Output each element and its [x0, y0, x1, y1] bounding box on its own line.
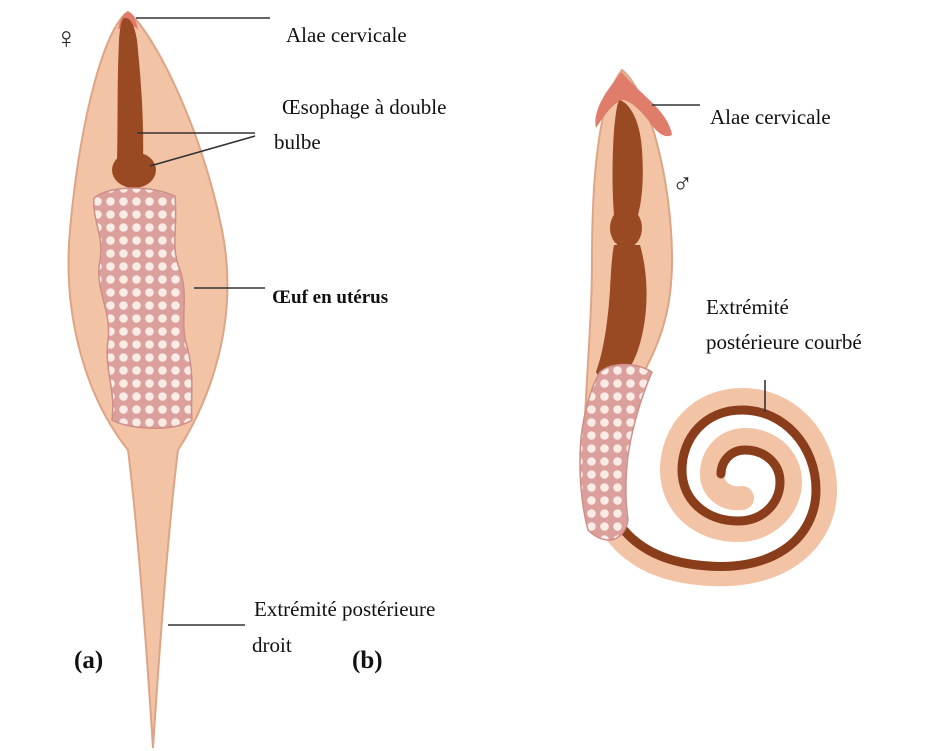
male-testis [580, 365, 652, 541]
label-oesophage-line2: bulbe [274, 130, 321, 154]
male-worm [580, 70, 825, 574]
label-alae-cervicale-female: Alae cervicale [286, 23, 407, 47]
label-extremite-courbe-line2: postérieure courbé [706, 330, 862, 354]
label-extremite-line2: droit [252, 633, 292, 657]
male-symbol: ♂ [672, 170, 693, 200]
male-bulb [610, 208, 642, 248]
label-alae-cervicale-male: Alae cervicale [710, 105, 831, 129]
label-oesophage-line1: Œsophage à double [282, 95, 446, 119]
label-extremite-courbe-line1: Extrémité [706, 295, 789, 319]
female-bulb [112, 152, 156, 188]
label-extremite-line1: Extrémité postérieure [254, 597, 435, 621]
female-symbol: ♀ [55, 24, 78, 54]
panel-label-a: (a) [74, 647, 103, 675]
label-oeuf-en-uterus: Œuf en utérus [272, 286, 388, 310]
female-worm [69, 12, 228, 748]
panel-label-b: (b) [352, 647, 383, 675]
